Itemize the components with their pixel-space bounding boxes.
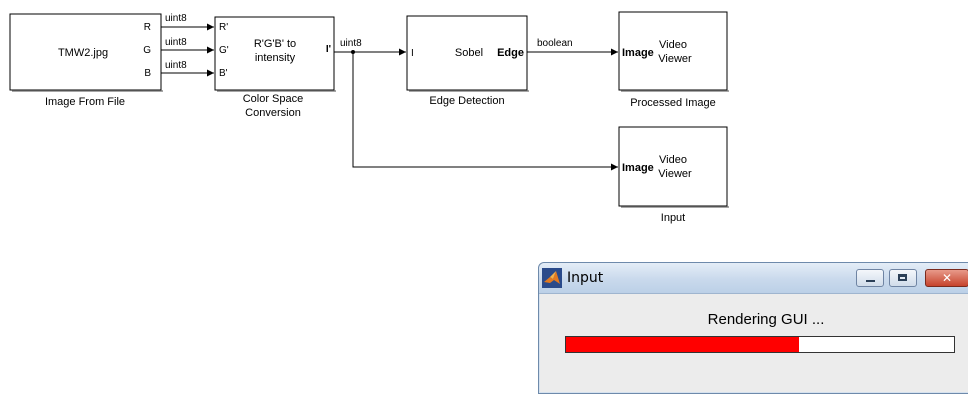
port-r-prime: R' xyxy=(219,22,228,33)
caption-csc-line2: Conversion xyxy=(245,107,301,119)
port-intensity-out: I' xyxy=(326,44,331,55)
dialog-titlebar[interactable]: Input xyxy=(539,263,968,294)
signal-edge-type: boolean xyxy=(537,38,573,49)
processed-viewer-port: Image xyxy=(622,47,654,59)
processed-viewer-line1: Video xyxy=(659,39,687,51)
port-g: G xyxy=(143,45,151,56)
dialog-message: Rendering GUI ... xyxy=(707,311,825,328)
block-input-viewer[interactable]: Image Video Viewer xyxy=(618,126,729,208)
block-processed-viewer[interactable]: Image Video Viewer xyxy=(618,11,729,92)
image-file-name: TMW2.jpg xyxy=(58,47,108,59)
input-viewer-line2: Viewer xyxy=(658,168,692,180)
block-color-space-conversion[interactable]: R' G' B' R'G'B' to intensity I' xyxy=(214,16,336,92)
signal-r-type: uint8 xyxy=(165,13,187,24)
dialog-title: Input xyxy=(567,270,604,286)
minimize-button[interactable] xyxy=(856,269,884,287)
close-button[interactable] xyxy=(925,269,968,287)
block-edge-detection[interactable]: I Sobel Edge xyxy=(406,15,529,92)
caption-processed-image: Processed Image xyxy=(630,97,716,109)
maximize-button[interactable] xyxy=(889,269,917,287)
signal-g-type: uint8 xyxy=(165,37,187,48)
port-edge-out: Edge xyxy=(497,47,524,59)
signal-intensity-type: uint8 xyxy=(340,38,362,49)
simulink-diagram: TMW2.jpg R G B Image From File R' G' B' … xyxy=(9,11,729,224)
port-b: B xyxy=(144,68,151,79)
caption-edge-detection: Edge Detection xyxy=(429,95,504,107)
edge-method: Sobel xyxy=(455,47,483,59)
block-image-from-file[interactable]: TMW2.jpg R G B xyxy=(9,13,163,92)
port-g-prime: G' xyxy=(219,45,229,56)
progress-bar xyxy=(565,336,955,353)
caption-input: Input xyxy=(661,212,685,224)
signal-b-type: uint8 xyxy=(165,60,187,71)
progress-fill xyxy=(566,337,799,352)
port-b-prime: B' xyxy=(219,68,228,79)
caption-csc-line1: Color Space xyxy=(243,93,304,105)
processed-viewer-line2: Viewer xyxy=(658,53,692,65)
port-r: R xyxy=(144,22,151,33)
csc-text-line2: intensity xyxy=(255,52,296,64)
signal-intensity[interactable] xyxy=(334,48,618,171)
matlab-icon xyxy=(542,268,562,288)
csc-text-line1: R'G'B' to xyxy=(254,38,296,50)
input-viewer-line1: Video xyxy=(659,154,687,166)
input-viewer-port: Image xyxy=(622,162,654,174)
port-edge-in: I xyxy=(411,48,414,59)
caption-image-from-file: Image From File xyxy=(45,96,125,108)
rendering-dialog: Input Rendering GUI ... xyxy=(538,262,968,394)
